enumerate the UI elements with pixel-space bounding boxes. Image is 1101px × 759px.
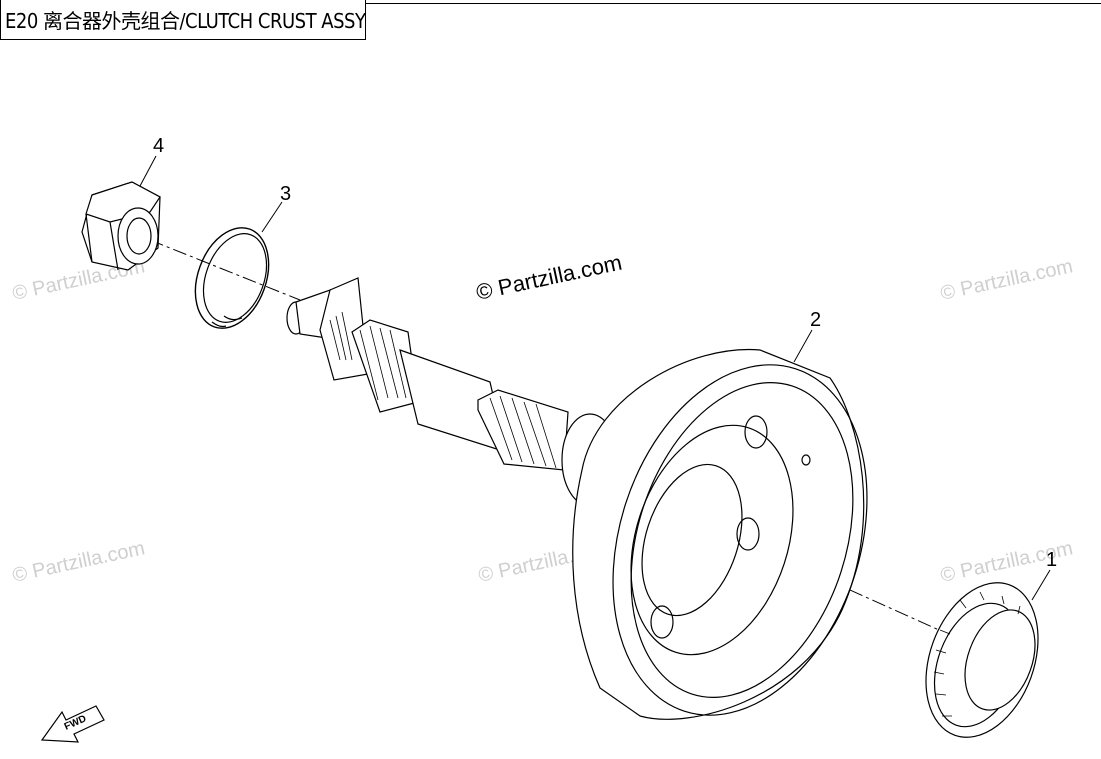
watermark-main: © Partzilla.com: [474, 250, 624, 305]
callout-1: 1: [1046, 549, 1057, 571]
callout-3: 3: [280, 183, 291, 205]
watermark-right-upper: © Partzilla.com: [938, 255, 1074, 305]
leader-lines: [139, 155, 1051, 601]
clutch-housing: [572, 348, 868, 720]
output-shaft: [286, 277, 619, 507]
callout-2: 2: [810, 309, 821, 331]
title-box: E20 离合器外壳组合/CLUTCH CRUST ASSY: [0, 0, 366, 40]
one-way-clutch: [925, 582, 1039, 738]
center-axis-line: [149, 239, 951, 636]
page-title: E20 离合器外壳组合/CLUTCH CRUST ASSY: [5, 9, 366, 33]
fwd-arrow: FWD: [40, 705, 105, 743]
callout-4: 4: [153, 135, 164, 157]
watermark-left-lower: © Partzilla.com: [10, 537, 146, 587]
snap-ring: [194, 227, 270, 329]
hex-nut: [81, 181, 161, 271]
header-rule: [366, 3, 1101, 4]
